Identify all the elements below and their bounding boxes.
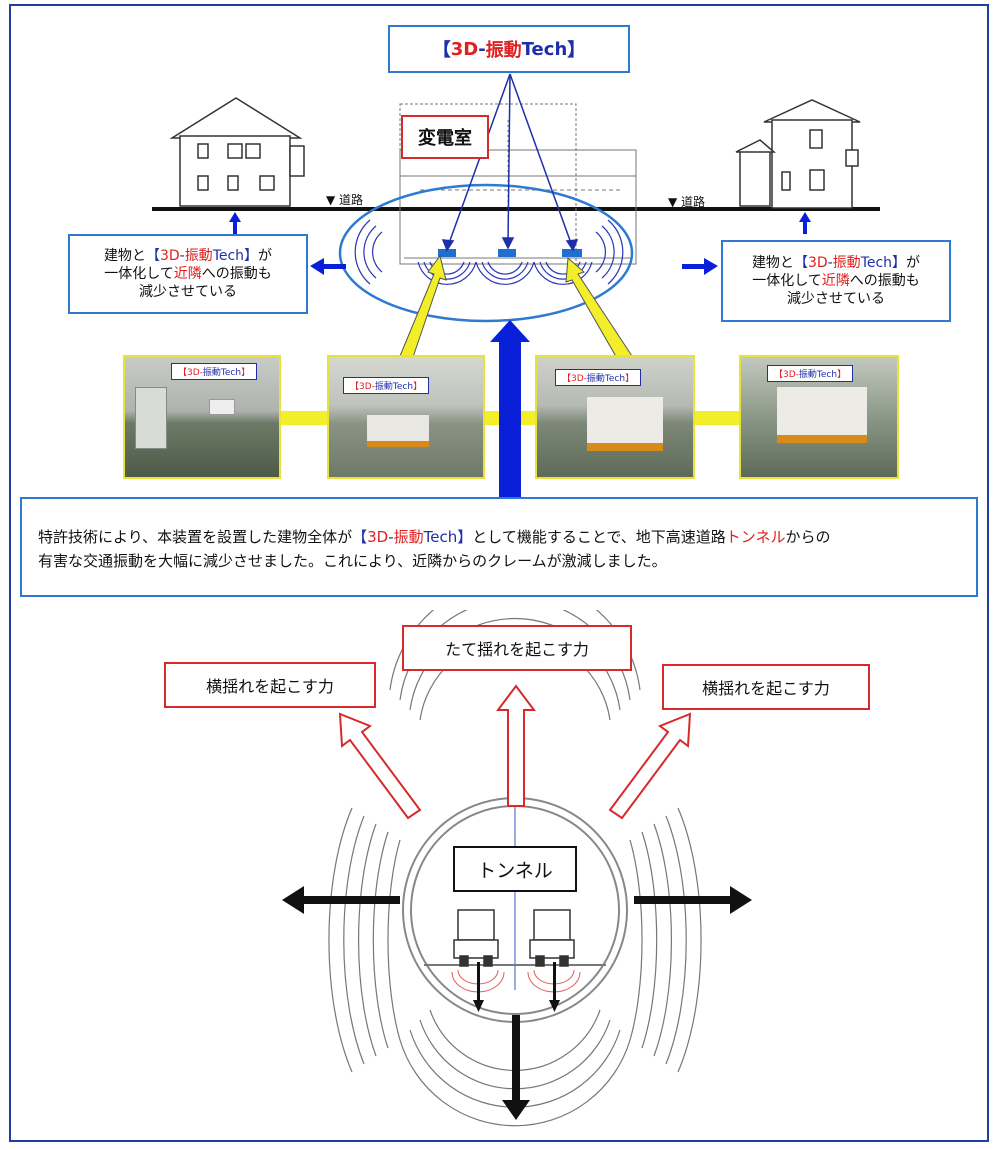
description-part3: からの <box>786 528 831 546</box>
side-note-line3: 減少させている <box>139 283 237 301</box>
description-part2: として機能することで、地下高速道路 <box>472 528 726 546</box>
substation-label: 変電室 <box>401 115 489 159</box>
tech-en: Tech <box>213 248 244 264</box>
photo-label-3: 【3D-振動Tech】 <box>555 369 641 386</box>
small-up-arrows <box>229 212 811 234</box>
side-note-line2-pre: 一体化して <box>752 273 822 289</box>
tech-bracket-open: 【 <box>352 528 367 546</box>
device-3 <box>562 249 582 257</box>
tech-bracket-close: 】 <box>457 528 472 546</box>
road-label-left: ▼ 道路 <box>326 191 363 208</box>
tech-shindo: 振動 <box>185 248 213 264</box>
photo-2: 【3D-振動Tech】 <box>327 355 485 479</box>
tech-en: Tech <box>861 255 892 271</box>
side-note-kinrin: 近隣 <box>174 266 202 282</box>
big-up-arrow <box>490 320 530 498</box>
tunnel-label: トンネル <box>453 846 577 892</box>
photo-label-2: 【3D-振動Tech】 <box>343 377 429 394</box>
tech-bracket-open: 【 <box>433 36 451 62</box>
left-house <box>172 98 304 206</box>
tech-3d: 3D <box>160 248 180 264</box>
vibration-waves <box>355 220 623 284</box>
side-note-tail: が <box>258 248 272 264</box>
photo-1: 【3D-振動Tech】 <box>123 355 281 479</box>
side-note-line2-pre: 一体化して <box>104 266 174 282</box>
tech-shindo: 振動 <box>486 36 522 62</box>
truck-vibrations <box>452 970 580 992</box>
tech-3d: 3D <box>451 39 478 60</box>
tech-bracket-close: 】 <box>892 255 906 271</box>
photo-label-1: 【3D-振動Tech】 <box>171 363 257 380</box>
tech-shindo: 振動 <box>833 255 861 271</box>
tech-bracket-open: 【 <box>794 255 808 271</box>
tech-3d: 3D <box>808 255 828 271</box>
description-line2: 有害な交通振動を大幅に減少させました。これにより、近隣からのクレームが激減しまし… <box>38 549 960 573</box>
side-note-right: 建物と【3D-振動Tech】が 一体化して近隣への振動も 減少させている <box>721 240 951 322</box>
tech-3d: 3D <box>367 528 388 546</box>
tech-en: Tech <box>424 528 458 546</box>
force-horizontal-right-label: 横揺れを起こす力 <box>662 664 870 710</box>
truck-down-arrows <box>473 962 560 1012</box>
side-note-kinrin: 近隣 <box>822 273 850 289</box>
description-box: 特許技術により、本装置を設置した建物全体が【3D-振動Tech】として機能するこ… <box>20 497 978 597</box>
truck-right <box>530 910 574 966</box>
force-horizontal-left-label: 横揺れを起こす力 <box>164 662 376 708</box>
tech-dash: - <box>478 39 485 60</box>
side-note-left: 建物と【3D-振動Tech】が 一体化して近隣への振動も 減少させている <box>68 234 308 314</box>
side-note-tail: が <box>906 255 920 271</box>
photo-4: 【3D-振動Tech】 <box>739 355 899 479</box>
side-note-pre: 建物と <box>104 248 146 264</box>
description-part1: 特許技術により、本装置を設置した建物全体が <box>38 528 352 546</box>
tech-pointer-lines <box>443 74 577 250</box>
photo-label-4: 【3D-振動Tech】 <box>767 365 853 382</box>
road-label-right: ▼ 道路 <box>668 193 705 210</box>
red-force-arrows <box>340 686 690 818</box>
description-tunnel: トンネル <box>726 528 786 546</box>
truck-left <box>454 910 498 966</box>
side-note-line2-post: への振動も <box>850 273 920 289</box>
side-note-line3: 減少させている <box>787 290 885 308</box>
tech-bracket-close: 】 <box>244 248 258 264</box>
photo-3: 【3D-振動Tech】 <box>535 355 695 479</box>
device-2 <box>498 249 516 257</box>
tech-bracket-close: 】 <box>567 36 585 62</box>
side-note-pre: 建物と <box>752 255 794 271</box>
right-house <box>736 100 860 208</box>
force-vertical-label: たて揺れを起こす力 <box>402 625 632 671</box>
tech-bracket-open: 【 <box>146 248 160 264</box>
tech-en: Tech <box>522 39 568 60</box>
side-note-line2-post: への振動も <box>202 266 272 282</box>
tech-shindo: 振動 <box>394 528 424 546</box>
